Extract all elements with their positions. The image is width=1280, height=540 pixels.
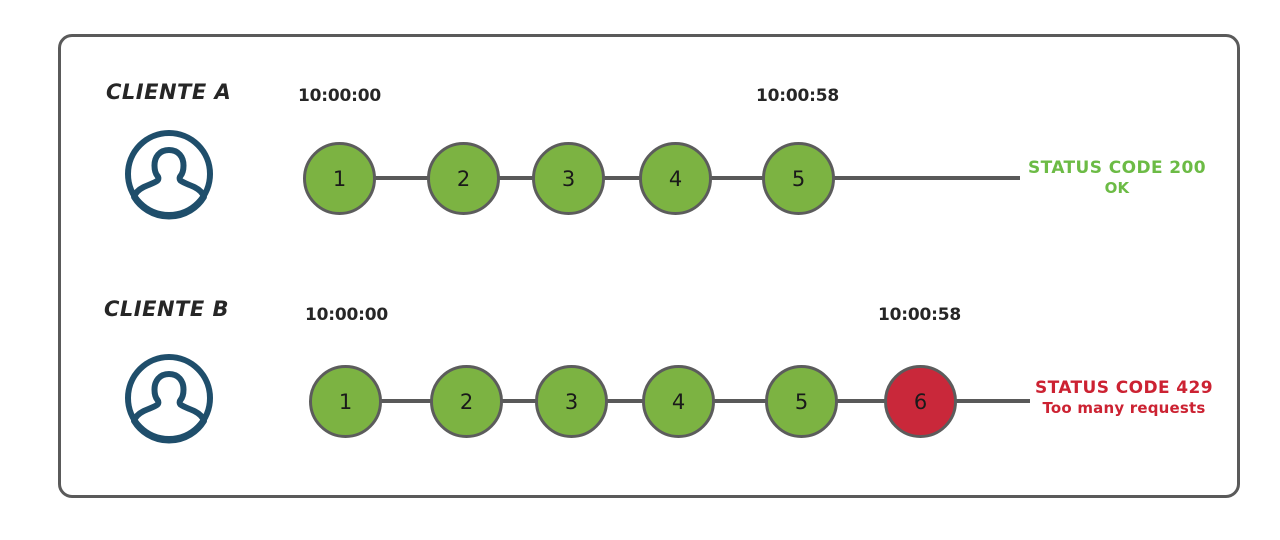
request-node-b-2[interactable]: 2 <box>430 365 503 438</box>
status-badge-a: STATUS CODE 200 OK <box>1026 158 1208 198</box>
request-node-a-1[interactable]: 1 <box>303 142 376 215</box>
status-code-a: STATUS CODE 200 <box>1028 158 1206 178</box>
status-badge-b: STATUS CODE 429 Too many requests <box>1026 378 1222 418</box>
request-node-b-1[interactable]: 1 <box>309 365 382 438</box>
timestamp-a-end: 10:00:58 <box>756 86 839 106</box>
request-node-a-2[interactable]: 2 <box>427 142 500 215</box>
timestamp-a-start: 10:00:00 <box>298 86 381 106</box>
request-node-a-5[interactable]: 5 <box>762 142 835 215</box>
timestamp-b-end: 10:00:58 <box>878 305 961 325</box>
request-node-a-4[interactable]: 4 <box>639 142 712 215</box>
timestamp-b-start: 10:00:00 <box>305 305 388 325</box>
request-node-b-3[interactable]: 3 <box>535 365 608 438</box>
request-node-a-3[interactable]: 3 <box>532 142 605 215</box>
request-node-b-6[interactable]: 6 <box>884 365 957 438</box>
request-node-b-4[interactable]: 4 <box>642 365 715 438</box>
user-avatar-icon <box>123 352 215 444</box>
client-label-b: CLIENTE B <box>104 297 230 321</box>
status-message-b: Too many requests <box>1042 399 1206 418</box>
status-code-b: STATUS CODE 429 <box>1035 378 1213 398</box>
request-node-b-5[interactable]: 5 <box>765 365 838 438</box>
status-message-a: OK <box>1104 179 1130 198</box>
client-label-a: CLIENTE A <box>106 80 232 104</box>
user-avatar-icon <box>123 128 215 220</box>
